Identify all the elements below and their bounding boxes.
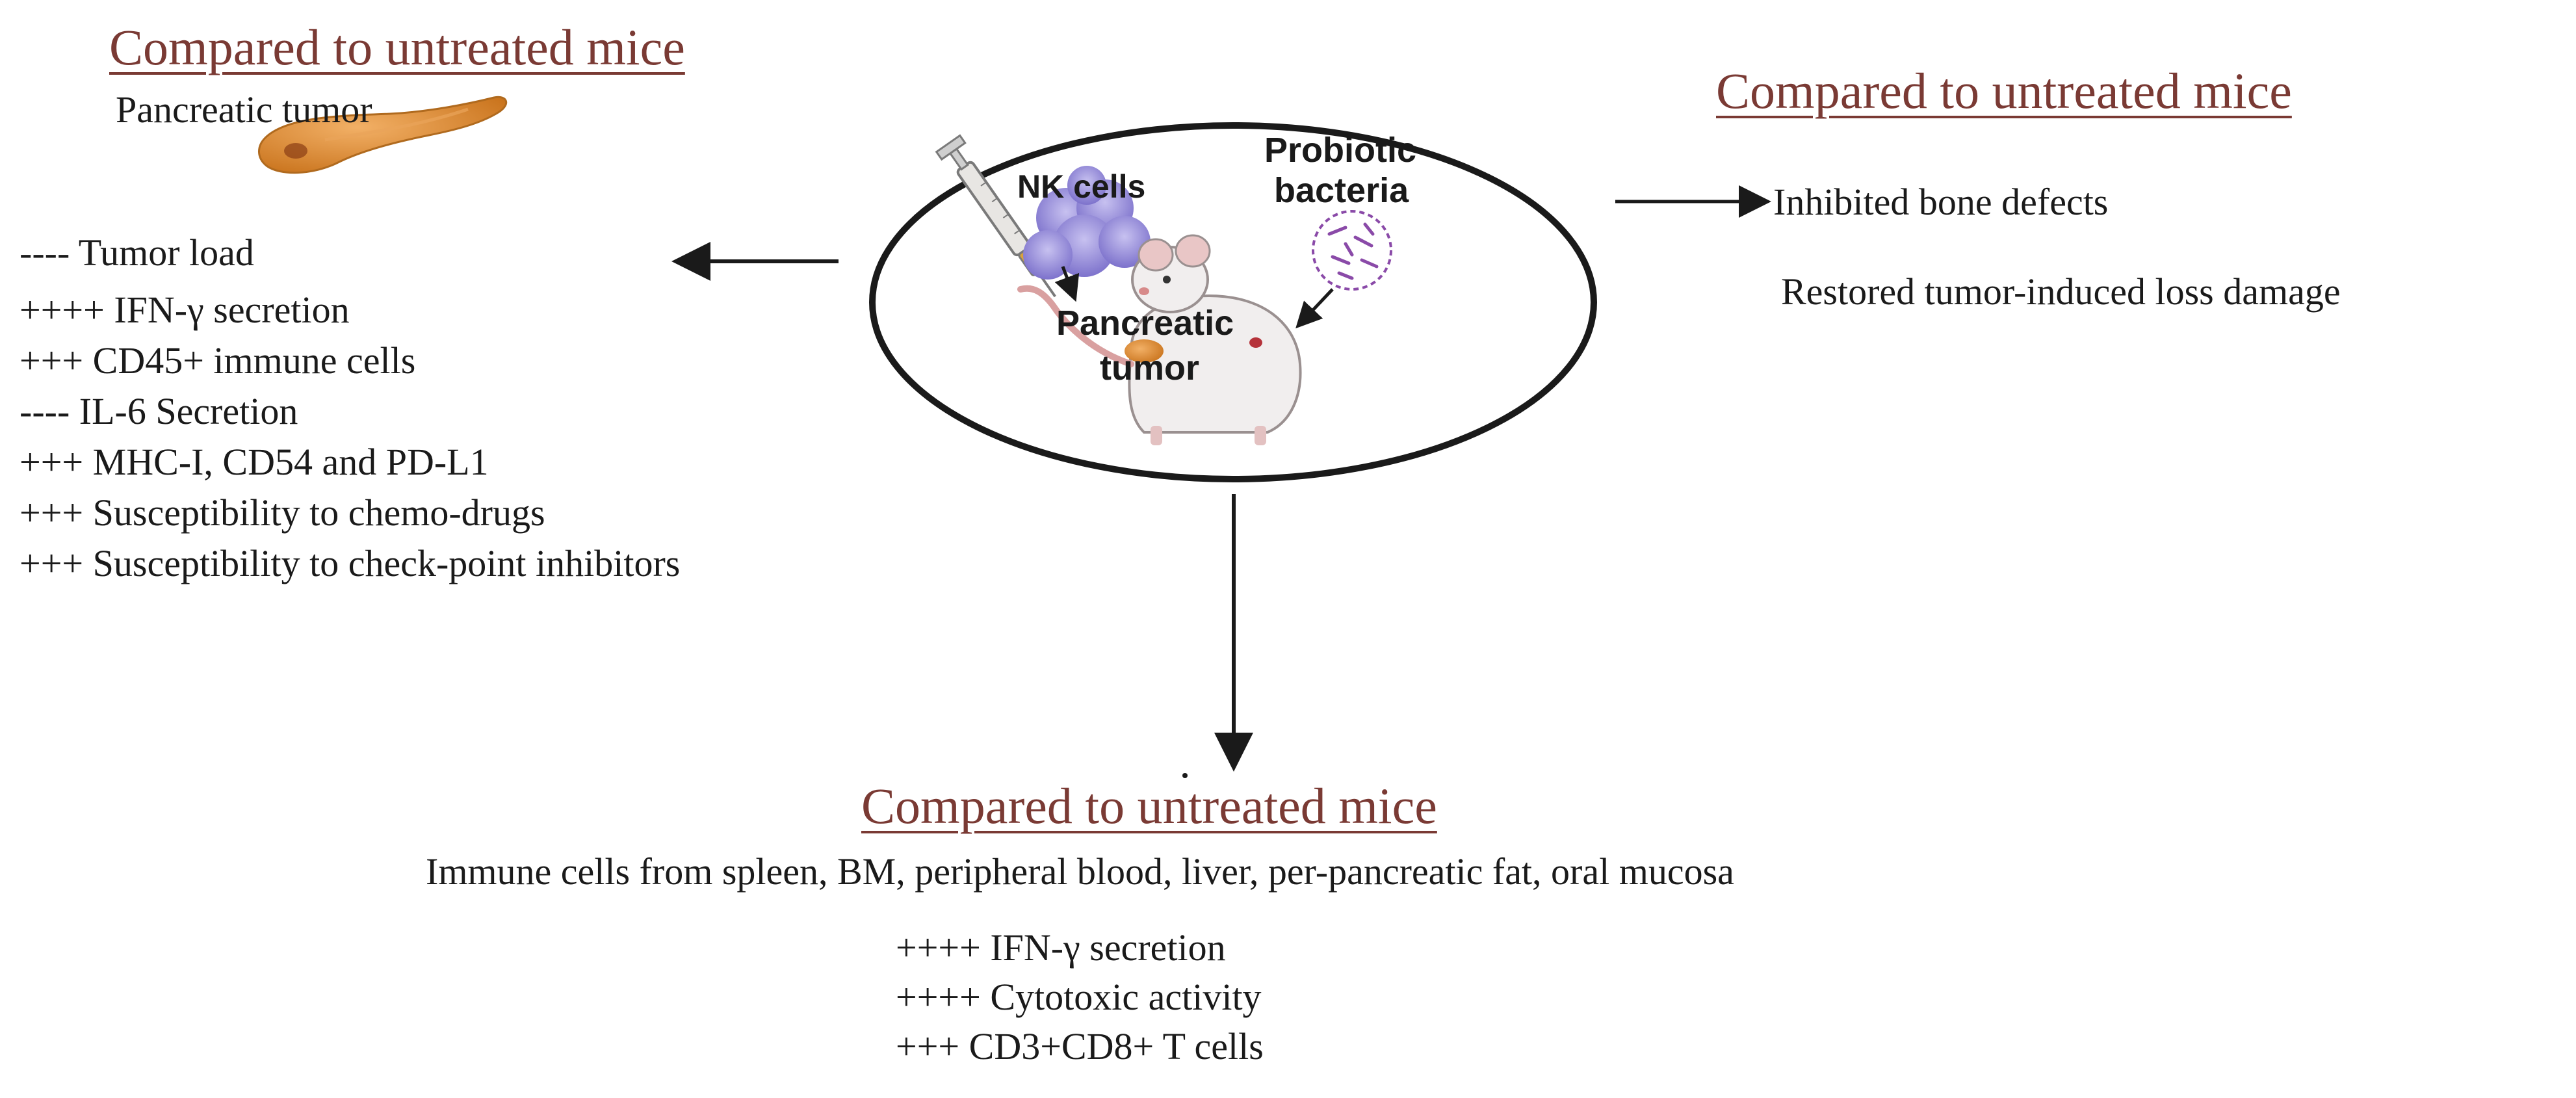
list-item: +++ CD45+ immune cells bbox=[20, 339, 416, 382]
bottom-subheading: Immune cells from spleen, BM, peripheral… bbox=[426, 850, 1734, 893]
bacteria-dish-illustration bbox=[1312, 210, 1392, 291]
list-item: ++++ Cytotoxic activity bbox=[896, 976, 1262, 1018]
bottom-item-list: ++++ IFN-γ secretion ++++ Cytotoxic acti… bbox=[896, 923, 1264, 1071]
list-item: ---- Tumor load bbox=[20, 231, 254, 274]
nk-cells-illustration bbox=[1023, 166, 1151, 280]
list-item: ++++ IFN-γ secretion bbox=[20, 289, 350, 331]
list-item: +++ Susceptibility to check-point inhibi… bbox=[20, 542, 681, 584]
list-item: +++ CD3+CD8+ T cells bbox=[896, 1025, 1264, 1067]
arrow-nk-to-mouse bbox=[1054, 266, 1080, 302]
list-item: +++ MHC-I, CD54 and PD-L1 bbox=[20, 441, 489, 483]
tumor-label-line2: tumor bbox=[1100, 348, 1199, 387]
arrow-bacteria-to-mouse bbox=[1295, 288, 1334, 329]
left-subheading: Pancreatic tumor bbox=[116, 88, 372, 131]
probiotic-label-line1: Probiotic bbox=[1264, 131, 1417, 170]
list-item: ++++ IFN-γ secretion bbox=[896, 926, 1226, 969]
probiotic-label-line2: bacteria bbox=[1274, 171, 1409, 210]
nk-cells-label: NK cells bbox=[1017, 168, 1146, 205]
left-heading: Compared to untreated mice bbox=[109, 19, 685, 75]
bottom-heading: Compared to untreated mice bbox=[861, 778, 1437, 834]
list-item: ---- IL-6 Secretion bbox=[20, 390, 298, 432]
right-heading: Compared to untreated mice bbox=[1716, 62, 2292, 119]
stray-dot bbox=[1182, 773, 1188, 778]
mouse-illustration bbox=[1017, 234, 1302, 445]
central-ellipse bbox=[869, 122, 1597, 482]
left-item-list: ---- Tumor load ++++ IFN-γ secretion +++… bbox=[20, 228, 680, 589]
right-item-bone: Inhibited bone defects bbox=[1773, 181, 2109, 223]
tumor-label-line1: Pancreatic bbox=[1056, 304, 1234, 343]
list-item: +++ Susceptibility to chemo-drugs bbox=[20, 491, 545, 534]
pancreas-illustration bbox=[258, 96, 508, 174]
right-item-loss: Restored tumor-induced loss damage bbox=[1781, 270, 2341, 313]
